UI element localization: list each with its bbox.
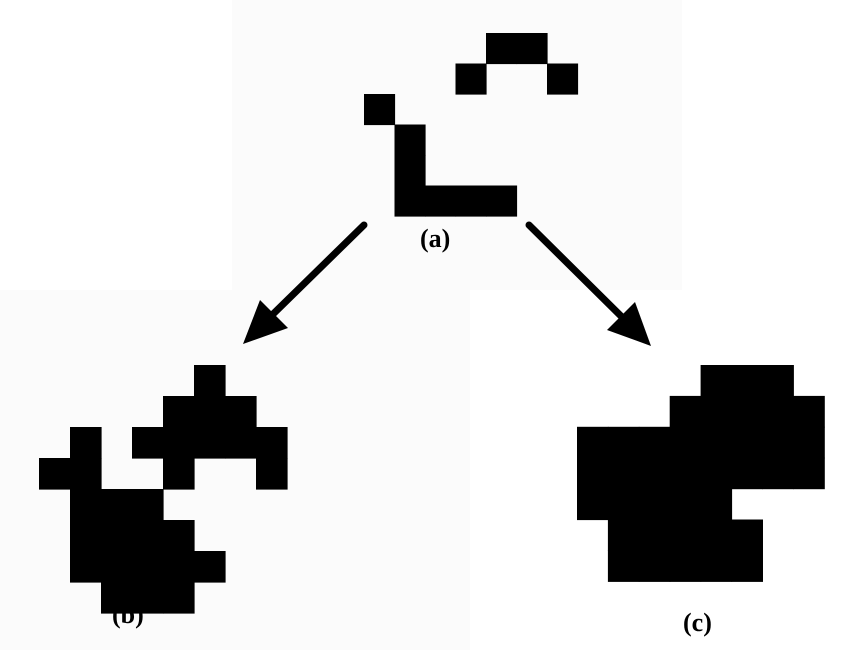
pattern-a-pixel	[455, 63, 487, 95]
pattern-c-pixel	[762, 365, 794, 397]
pattern-c-pixel	[577, 457, 609, 490]
pattern-b-pixel	[39, 458, 71, 490]
pattern-c-pixel	[700, 395, 733, 428]
pattern-b-pixel	[256, 427, 288, 459]
pattern-b-pixel	[70, 551, 102, 583]
pattern-c-pixel	[607, 426, 640, 459]
pattern-c-pixel	[607, 550, 640, 582]
pattern-c-pixel	[793, 395, 825, 428]
pattern-c-pixel	[700, 519, 733, 551]
arrow-left-head	[243, 300, 288, 344]
pattern-c-pixel	[638, 457, 671, 490]
pattern-c-pixel	[669, 395, 702, 428]
arrow-right-shaft	[525, 221, 631, 326]
pattern-b-pixel	[101, 520, 133, 552]
pattern-b-pixel	[163, 396, 195, 428]
pattern-c-pixel	[762, 395, 794, 428]
pattern-c-pixel	[669, 426, 702, 459]
pattern-b-pixel	[163, 582, 195, 614]
pattern-b	[39, 365, 288, 614]
pattern-b-pixel	[163, 458, 195, 490]
arrow-left-shaft	[264, 221, 368, 323]
pattern-c-pixel	[793, 426, 825, 459]
pattern-b-pixel	[194, 551, 226, 583]
pattern-a-pixel	[394, 124, 426, 156]
pattern-c-pixel	[731, 365, 763, 397]
pattern-b-pixel	[163, 551, 195, 583]
pattern-b-pixel	[163, 520, 195, 552]
pattern-a-pixel	[547, 63, 579, 95]
pattern-b-pixel	[256, 458, 288, 490]
pattern-a-pixel	[516, 33, 548, 65]
pattern-b-pixel	[132, 582, 164, 614]
arrow-right-head	[607, 302, 651, 346]
pattern-c-pixel	[700, 550, 733, 582]
pattern-b-pixel	[70, 489, 102, 521]
pattern-c-pixel	[731, 550, 763, 582]
pattern-c-pixel	[762, 457, 794, 490]
pattern-a-pixel	[425, 185, 457, 217]
pattern-c-pixel	[700, 457, 733, 490]
pattern-c-pixel	[669, 550, 702, 582]
pattern-c-pixel	[638, 488, 671, 521]
pattern-c-pixel	[638, 550, 671, 582]
pattern-c-pixel	[762, 426, 794, 459]
pattern-c-pixel	[638, 519, 671, 551]
pattern-c	[577, 365, 825, 582]
pattern-c-pixel	[669, 457, 702, 490]
arrow-right	[525, 221, 651, 346]
pattern-a-pixel	[394, 185, 426, 217]
pattern-b-pixel	[225, 427, 257, 459]
pattern-b-pixel	[194, 427, 226, 459]
pattern-c-pixel	[607, 488, 640, 521]
pattern-a-pixel	[455, 185, 487, 217]
pattern-c-pixel	[577, 426, 609, 459]
panel-a-background	[232, 0, 682, 290]
pattern-c-pixel	[607, 457, 640, 490]
label-c: (c)	[683, 608, 712, 637]
pattern-b-pixel	[132, 520, 164, 552]
pattern-a-pixel	[486, 33, 518, 65]
pattern-b-pixel	[70, 458, 102, 490]
pattern-b-pixel	[194, 396, 226, 428]
pattern-c-pixel	[700, 488, 733, 521]
pattern-c-pixel	[731, 457, 763, 490]
pattern-a-pixel	[394, 155, 426, 187]
pattern-c-pixel	[793, 457, 825, 490]
pattern-a-pixel	[486, 185, 518, 217]
pattern-c-pixel	[731, 395, 763, 428]
pattern-c-pixel	[700, 365, 733, 397]
pattern-b-pixel	[101, 489, 133, 521]
pattern-a	[364, 33, 579, 217]
arrow-left	[243, 221, 368, 344]
pattern-c-pixel	[607, 519, 640, 551]
pattern-b-pixel	[101, 551, 133, 583]
pattern-c-pixel	[669, 519, 702, 551]
pattern-b-pixel	[132, 489, 164, 521]
pattern-c-pixel	[700, 426, 733, 459]
pattern-b-pixel	[163, 427, 195, 459]
pattern-c-pixel	[638, 426, 671, 459]
pattern-c-pixel	[577, 488, 609, 521]
pattern-b-pixel	[70, 520, 102, 552]
pattern-c-pixel	[731, 426, 763, 459]
pattern-a-pixel	[364, 94, 396, 126]
pattern-b-pixel	[101, 582, 133, 614]
pattern-b-pixel	[225, 396, 257, 428]
label-a: (a)	[420, 224, 450, 253]
pattern-c-pixel	[731, 519, 763, 551]
pattern-b-pixel	[132, 427, 164, 459]
pattern-b-pixel	[70, 427, 102, 459]
pattern-b-pixel	[132, 551, 164, 583]
label-b: (b)	[112, 600, 144, 629]
pattern-c-pixel	[669, 488, 702, 521]
pattern-b-pixel	[194, 365, 226, 397]
